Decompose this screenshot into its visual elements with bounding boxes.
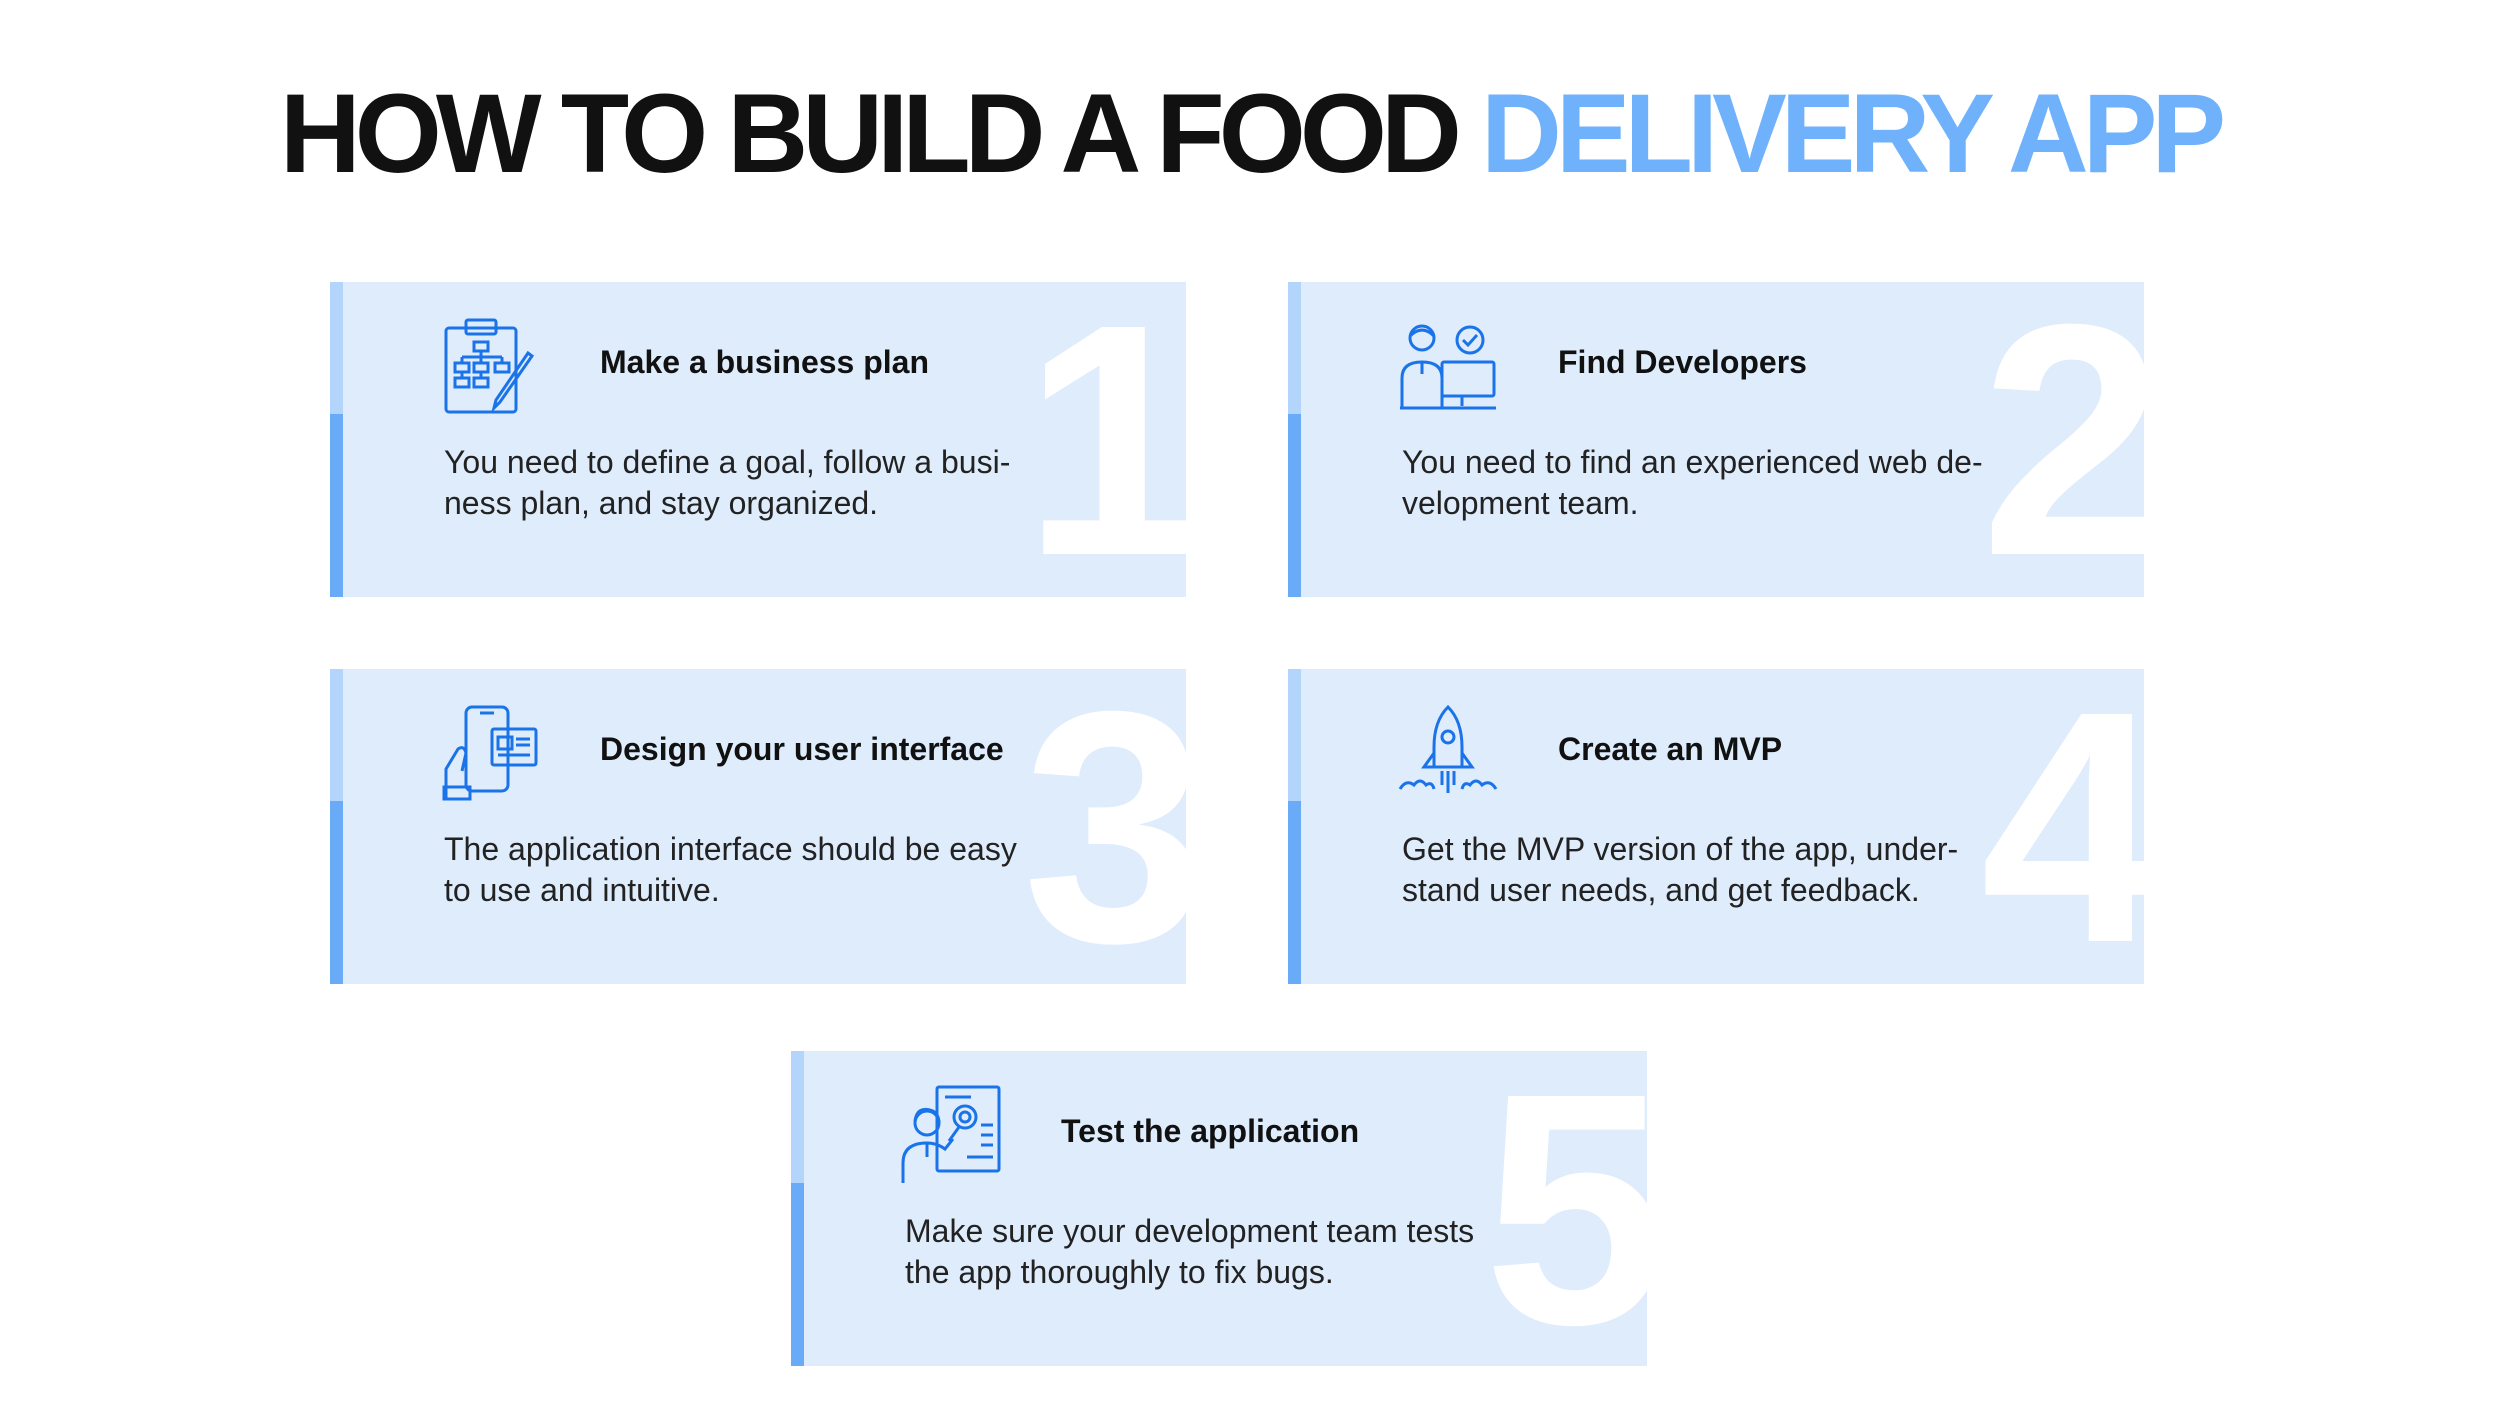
description-line: You need to find an experienced web de- [1402,444,1983,480]
step-description: You need to define a goal, follow a busi… [444,442,1064,524]
description-line: You need to define a goal, follow a busi… [444,444,1011,480]
page-title: HOW TO BUILD A FOOD DELIVERY APP [0,64,2500,204]
card-accent-bar [1288,669,1301,984]
ui-design-icon [440,703,540,803]
description-line: velopment team. [1402,485,1639,521]
description-line: ness plan, and stay organized. [444,485,879,521]
title-accent: DELIVERY APP [1480,71,2226,196]
card-accent-bar [791,1051,804,1366]
step-description: You need to find an experienced web de- … [1402,442,2022,524]
step-number: 1 [1022,282,1186,597]
step-number: 4 [1980,669,2144,984]
card-accent-bar [330,669,343,984]
card-accent-bar [1288,282,1301,597]
description-line: to use and intuitive. [444,872,720,908]
step-heading: Test the application [1061,1113,1360,1149]
step-card-3: 3 Design your user interface The applica… [330,669,1186,984]
description-line: Make sure your development team tests [905,1213,1475,1249]
step-number: 2 [1980,282,2144,597]
step-card-4: 4 Create an MVP Get the MVP version of t… [1288,669,2144,984]
step-heading: Find Developers [1558,344,1807,380]
business-plan-icon [440,316,540,416]
rocket-icon [1398,703,1498,803]
step-number: 3 [1022,669,1186,984]
step-heading: Design your user interface [600,731,1004,767]
step-description: The application interface should be easy… [444,829,1064,911]
description-line: The application interface should be easy [444,831,1017,867]
step-card-1: 1 Make a business plan You need to defin… [330,282,1186,597]
testing-icon [901,1085,1001,1185]
step-card-5: 5 Test the application Make sure your de… [791,1051,1647,1366]
step-number: 5 [1483,1051,1647,1366]
description-line: the app thoroughly to fix bugs. [905,1254,1334,1290]
step-heading: Make a business plan [600,344,930,380]
developer-icon [1398,316,1498,416]
description-line: Get the MVP version of the app, under- [1402,831,1959,867]
description-line: stand user needs, and get feedback. [1402,872,1920,908]
step-card-2: 2 Find Developers You need to find an ex… [1288,282,2144,597]
step-heading: Create an MVP [1558,731,1783,767]
step-description: Make sure your development team tests th… [905,1211,1525,1293]
step-description: Get the MVP version of the app, under- s… [1402,829,2022,911]
title-main: HOW TO BUILD A FOOD [279,71,1462,196]
card-accent-bar [330,282,343,597]
